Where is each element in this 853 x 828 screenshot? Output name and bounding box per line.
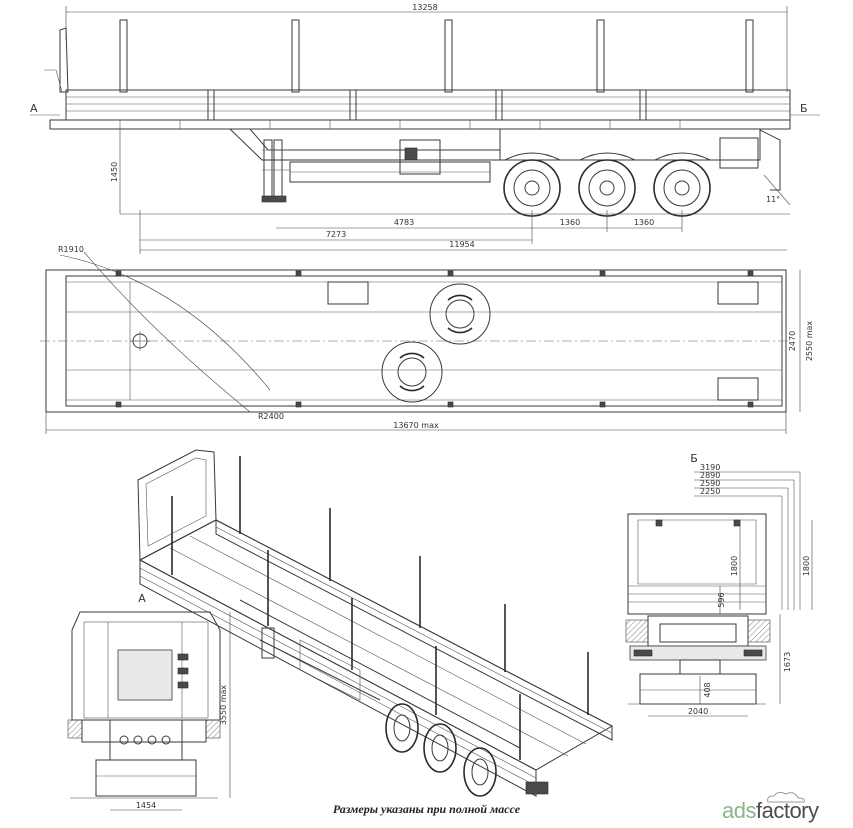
logo-factory: factory — [755, 798, 819, 823]
front-height-max: 3550 max — [219, 685, 228, 726]
dim-length-max: 13670 max — [393, 421, 439, 430]
dim-width-max: 2550 max — [805, 321, 814, 362]
dim-7273: 7273 — [326, 230, 346, 239]
rear-side-1800-a: 1800 — [730, 556, 739, 576]
rear-1673: 1673 — [783, 652, 792, 672]
rear-side-1800-b: 1800 — [802, 556, 811, 576]
rear-h-2250: 2250 — [700, 487, 720, 496]
radius-r2400: R2400 — [258, 412, 284, 421]
front-view-label: А — [138, 592, 146, 605]
side-stakes — [119, 19, 754, 93]
isometric-view — [137, 449, 614, 797]
rear-track: 2040 — [688, 707, 708, 716]
rear-view: Б 3190 2890 2590 2250 1800 1800 596 — [625, 452, 813, 717]
dim-1360-a: 1360 — [560, 218, 580, 227]
rear-596: 596 — [717, 592, 726, 607]
section-a-marker: А — [30, 102, 38, 115]
section-b-marker: Б — [800, 102, 808, 115]
rear-408: 408 — [703, 682, 712, 697]
tilt-label: 11° — [766, 195, 780, 204]
spare-wheels — [381, 283, 491, 403]
dim-11954: 11954 — [449, 240, 474, 249]
front-view: А 3550 max 1454 — [67, 592, 231, 811]
rear-view-label: Б — [690, 452, 698, 465]
front-track: 1454 — [136, 801, 156, 810]
rear-h-3190: 3190 — [700, 463, 720, 472]
top-view: R1910 R2400 2470 2550 max 13670 max — [40, 245, 814, 434]
dim-4783: 4783 — [394, 218, 414, 227]
side-wheels — [503, 152, 711, 217]
iso-stakes — [171, 456, 589, 760]
landing-gear — [261, 139, 290, 203]
dim-height: 1450 — [110, 162, 119, 182]
adsfactory-logo: adsfactory — [722, 790, 852, 826]
dim-1360-b: 1360 — [634, 218, 654, 227]
iso-wheels — [385, 703, 497, 797]
rear-h-2590: 2590 — [700, 479, 720, 488]
cloud-icon — [767, 791, 805, 803]
caption: Размеры указаны при полной массе — [332, 802, 521, 816]
side-view: 13258 — [30, 3, 820, 254]
dim-overall-length: 13258 — [412, 3, 437, 12]
radius-r1910: R1910 — [58, 245, 84, 254]
side-boards — [65, 89, 791, 121]
stake-pockets — [115, 270, 754, 408]
rear-h-2890: 2890 — [700, 471, 720, 480]
logo-ads: ads — [722, 798, 756, 823]
dim-inner-width: 2470 — [788, 331, 797, 351]
